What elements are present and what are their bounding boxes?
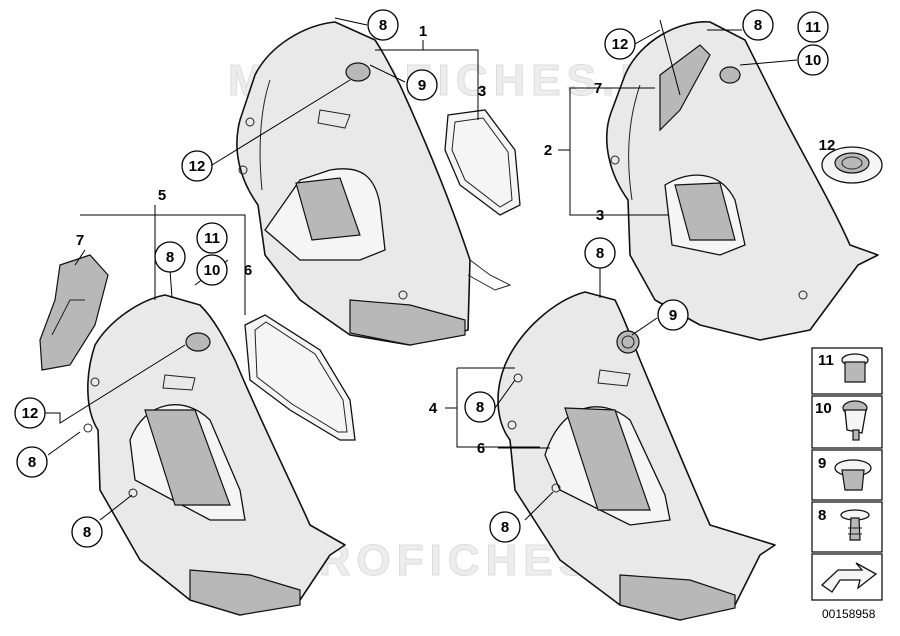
callout-9: 9 xyxy=(669,307,677,324)
leader-lines xyxy=(35,17,798,521)
push-rivet-icon xyxy=(840,509,870,541)
callout-9: 9 xyxy=(418,77,426,94)
callout-11: 11 xyxy=(805,19,821,36)
callout-11: 11 xyxy=(204,230,220,247)
diagram-id: 00158958 xyxy=(822,607,876,621)
callout-12: 12 xyxy=(612,36,629,53)
callout-8: 8 xyxy=(476,399,484,416)
legend-label-10: 10 xyxy=(815,400,832,417)
callout-8: 8 xyxy=(28,454,36,471)
speaker-frame-top xyxy=(444,109,521,216)
callouts: 8 1 9 3 12 12 8 11 10 7 2 3 12 5 7 11 8 … xyxy=(14,9,836,548)
callout-8: 8 xyxy=(501,519,509,536)
callout-8: 8 xyxy=(754,17,762,34)
trim-panel-bottom-left xyxy=(83,294,346,616)
callout-12: 12 xyxy=(189,158,206,175)
callout-12: 12 xyxy=(819,137,836,154)
callout-10: 10 xyxy=(805,52,822,69)
callout-2: 2 xyxy=(544,142,552,159)
callout-12: 12 xyxy=(22,405,39,422)
callout-8: 8 xyxy=(166,249,174,266)
callout-7: 7 xyxy=(76,232,84,249)
grommet-icon xyxy=(834,459,872,491)
callout-5: 5 xyxy=(158,187,166,204)
callout-3: 3 xyxy=(596,207,604,224)
trim-panel-top-left xyxy=(236,21,512,346)
legend-label-11: 11 xyxy=(818,352,834,369)
callout-1: 1 xyxy=(419,23,427,40)
callout-6: 6 xyxy=(244,262,252,279)
callout-8: 8 xyxy=(379,17,387,34)
bracket-left xyxy=(39,254,109,371)
callout-6: 6 xyxy=(477,440,485,457)
hardware-legend: 11 10 9 8 00158958 xyxy=(811,347,883,621)
legend-label-8: 8 xyxy=(818,507,826,524)
callout-3: 3 xyxy=(478,83,486,100)
callout-8: 8 xyxy=(596,245,604,262)
clip-ring xyxy=(821,146,883,184)
callout-7: 7 xyxy=(594,80,602,97)
clip-nut-icon xyxy=(842,400,868,441)
callout-4: 4 xyxy=(429,400,438,417)
trim-panel-bottom-right xyxy=(497,291,776,621)
cap-plug-icon xyxy=(841,353,869,383)
speaker-frame-bottom-left xyxy=(244,314,356,441)
legend-label-9: 9 xyxy=(818,455,826,472)
callout-10: 10 xyxy=(204,262,221,279)
arrow-icon xyxy=(820,562,878,593)
trim-panel-top-right xyxy=(605,21,879,341)
callout-8: 8 xyxy=(83,524,91,541)
